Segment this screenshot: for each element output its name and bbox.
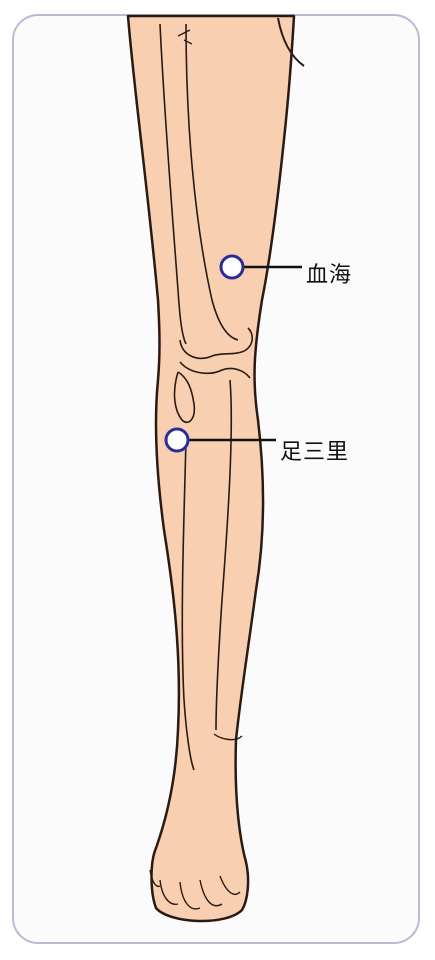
xuehai-marker [221, 256, 243, 278]
zusanli-label: 足三里 [280, 434, 349, 466]
xuehai-label: 血海 [306, 257, 352, 289]
zusanli-marker [166, 429, 188, 451]
leg-silhouette [128, 16, 294, 921]
